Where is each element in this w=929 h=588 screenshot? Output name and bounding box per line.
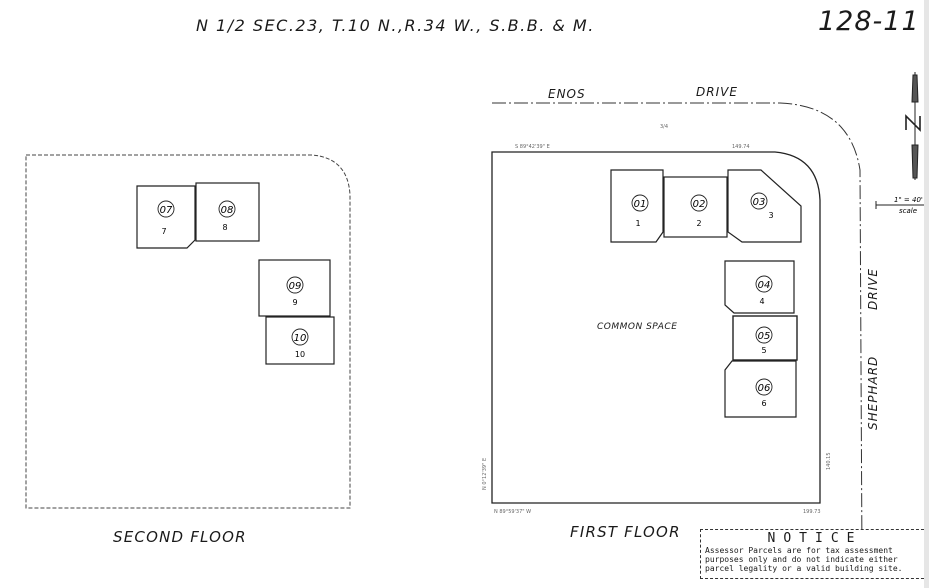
svg-text:5: 5 [761, 346, 766, 355]
page-edge [924, 0, 929, 588]
svg-text:1: 1 [635, 219, 640, 228]
svg-text:N 0°12'39" E: N 0°12'39" E [482, 458, 488, 490]
svg-text:3/4: 3/4 [660, 124, 668, 130]
first-floor-label: FIRST FLOOR [570, 523, 681, 541]
notice-title: NOTICE [767, 531, 863, 546]
svg-text:1" = 40': 1" = 40' [894, 196, 923, 204]
notice-box: NOTICE Assessor Parcels are for tax asse… [700, 529, 929, 579]
unit-05[interactable] [732, 315, 798, 361]
notice-body: Assessor Parcels are for tax assessment … [705, 546, 903, 573]
svg-text:S 89°42'39" E: S 89°42'39" E [515, 144, 550, 150]
unit-04[interactable] [724, 260, 795, 314]
unit-08[interactable] [195, 182, 260, 242]
unit-labels-first-floor: 01 1 02 2 03 3 04 4 05 5 06 6 [634, 197, 774, 408]
svg-text:01: 01 [634, 199, 647, 210]
svg-text:4: 4 [759, 297, 764, 306]
svg-text:05: 05 [758, 331, 771, 342]
scale-bar: 1" = 40' scale [875, 196, 929, 215]
second-floor-outline [25, 154, 351, 509]
unit-06[interactable] [724, 360, 797, 418]
svg-text:02: 02 [693, 199, 706, 210]
svg-text:8: 8 [222, 223, 227, 232]
svg-text:scale: scale [899, 207, 917, 215]
svg-text:3: 3 [768, 211, 773, 220]
street-label-drive-top: DRIVE [696, 85, 738, 99]
svg-text:09: 09 [289, 281, 302, 292]
unit-09[interactable] [258, 259, 331, 317]
dimension-labels: S 89°42'39" E 149.74 N 89°59'37" W 199.7… [482, 124, 832, 515]
map-title: N 1/2 SEC.23, T.10 N.,R.34 W., S.B.B. & … [196, 16, 595, 35]
svg-text:140.15: 140.15 [826, 453, 832, 471]
svg-text:2: 2 [696, 219, 701, 228]
unit-03[interactable] [727, 169, 802, 243]
street-label-shephard: SHEPHARD [866, 355, 880, 430]
street-label-enos: ENOS [548, 87, 586, 101]
unit-02[interactable] [663, 176, 728, 238]
enos-drive-centerline [492, 102, 863, 561]
svg-text:03: 03 [753, 197, 766, 208]
svg-text:04: 04 [758, 280, 771, 291]
page-number: 128-11 [818, 6, 920, 37]
second-floor-label: SECOND FLOOR [113, 528, 247, 546]
unit-10[interactable] [265, 316, 335, 365]
svg-text:06: 06 [758, 383, 771, 394]
svg-text:07: 07 [160, 205, 173, 216]
svg-text:10: 10 [294, 333, 307, 344]
unit-01[interactable] [610, 169, 664, 243]
svg-text:6: 6 [761, 399, 766, 408]
unit-labels-second-floor: 07 7 08 8 09 9 10 10 [160, 205, 307, 359]
svg-text:199.73: 199.73 [803, 509, 821, 515]
svg-text:149.74: 149.74 [732, 144, 750, 150]
common-space-label: COMMON SPACE [597, 322, 678, 332]
svg-text:9: 9 [292, 298, 297, 307]
first-floor-lot-outline [491, 151, 821, 504]
unit-07[interactable] [136, 185, 196, 249]
svg-text:10: 10 [295, 350, 305, 359]
north-arrow-icon [905, 72, 921, 180]
svg-text:08: 08 [221, 205, 234, 216]
svg-text:N 89°59'37" W: N 89°59'37" W [494, 509, 531, 515]
street-label-drive-right: DRIVE [866, 268, 880, 310]
svg-text:7: 7 [161, 227, 166, 236]
